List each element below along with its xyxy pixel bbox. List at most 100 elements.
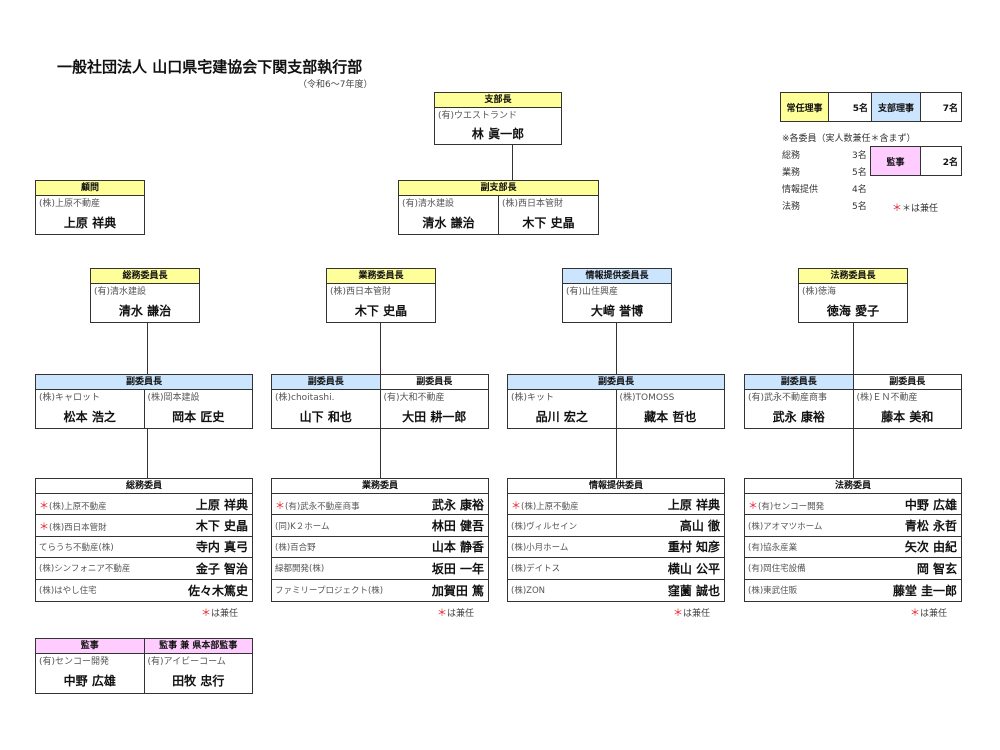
- vice-chair-box: 副委員長副委員長(有)武永不動産商事武永 康裕(株)ＥＮ不動産藤本 美和: [744, 374, 962, 429]
- committee-member-row: (株)シンフォニア不動産 金子 智治: [36, 558, 252, 580]
- committee-chair-box: 情報提供委員長 (有)山住興産大﨑 誉博: [562, 268, 672, 323]
- committee-member-row: ファミリープロジェクト(株)加賀田 篤: [272, 580, 488, 601]
- star-mark: ＊: [201, 608, 211, 619]
- committee-member-row: ＊(株)上原不動産上原 祥典: [36, 494, 252, 516]
- committee-member-name: 武永 康裕: [431, 497, 484, 512]
- star-note-text: は兼任: [683, 609, 711, 619]
- committee-chair-name: 大﨑 誉博: [590, 303, 644, 318]
- committee-member-row: ＊(有)武永不動産商事武永 康裕: [272, 494, 488, 516]
- star-note-text: は兼任: [211, 609, 239, 619]
- committee-member-name: 上原 祥典: [667, 497, 720, 512]
- vice-chair-box: 副委員長(株)キャロット松本 浩之(株)岡本建設岡本 匠史: [35, 374, 253, 429]
- committee-member-name: 岡 智玄: [916, 561, 957, 576]
- committee-member-name: 加賀田 篤: [431, 583, 484, 598]
- vice-chair-company: (株)キット: [511, 393, 555, 403]
- branch-head-company: (有)ウエストランド: [438, 111, 518, 121]
- vice-head-company: (有)清水建設: [402, 199, 455, 209]
- vice-chair-header: 副委員長: [272, 375, 380, 389]
- star-mark: ＊: [748, 500, 758, 512]
- committee-member-company-cell: ＊(有)センコー開発: [748, 497, 905, 512]
- vice-chair-body: (株)キャロット松本 浩之(株)岡本建設岡本 匠史: [36, 390, 252, 428]
- committee-member-company: (株)小月ホーム: [511, 542, 569, 553]
- vice-chair-header: 副委員長: [745, 375, 853, 389]
- committee-member-company: (株)デイトス: [511, 564, 561, 575]
- committee-member-company-cell: (株)小月ホーム: [511, 541, 668, 553]
- committee-member-company-cell: (有)協永産業: [748, 541, 905, 553]
- star-mark: ＊: [39, 522, 49, 534]
- committee-member-company-cell: てらうち不動産(株): [39, 541, 196, 553]
- committee-member-company: (株)上原不動産: [49, 501, 107, 512]
- kanji-label: 監事: [871, 147, 921, 175]
- committee-member-company-cell: ＊(株)上原不動産: [511, 497, 668, 512]
- vice-branch-head-header: 副支部長: [399, 181, 598, 196]
- vice-chair-name: 藏本 哲也: [644, 409, 697, 424]
- vice-chair-header: 副委員長: [379, 375, 489, 389]
- connector-line: [147, 428, 148, 478]
- vice-chair-company: (株)岡本建設: [147, 393, 200, 403]
- vice-chair-company: (有)大和不動産: [383, 393, 445, 403]
- committee-list-header: 総務委員: [36, 479, 252, 494]
- summary-row-count: 5名: [852, 202, 867, 212]
- auditor-header: 監事: [36, 639, 144, 653]
- committee-chair-name: 徳海 愛子: [826, 303, 880, 318]
- committee-member-company-cell: ＊(有)武永不動産商事: [275, 497, 432, 512]
- vice-chair-member: (株)岡本建設岡本 匠史: [143, 390, 253, 428]
- committee-chair-header: 総務委員長: [91, 269, 199, 284]
- page-subtitle: （令和6～7年度）: [298, 80, 373, 90]
- committee-member-row: てらうち不動産(株)寺内 真弓: [36, 537, 252, 559]
- star-mark: ＊: [892, 203, 902, 214]
- committee-member-company-cell: ＊(株)西日本管財: [39, 518, 196, 533]
- committee-star-note: ＊は兼任: [437, 604, 474, 619]
- branch-head-name: 林 眞一郎: [471, 126, 525, 141]
- committee-member-company: (株)上原不動産: [521, 501, 579, 512]
- committee-member-company-cell: (株)デイトス: [511, 562, 668, 574]
- committee-member-row: (株)アオマツホーム青松 永哲: [745, 515, 961, 537]
- summary-star-note: ＊＊は兼任: [892, 199, 938, 214]
- vice-chair-company: (株)ＥＮ不動産: [856, 393, 918, 403]
- vice-chair-name: 山下 和也: [299, 409, 352, 424]
- advisor-company: (株)上原不動産: [39, 199, 101, 209]
- vice-chair-member: (株)キット品川 宏之: [508, 390, 616, 428]
- vice-chair-company: (株)キャロット: [39, 393, 101, 403]
- kanji-count: 2名: [942, 157, 958, 168]
- committee-member-row: (株)デイトス横山 公平: [508, 558, 724, 580]
- vice-chair-header: 副委員長: [852, 375, 962, 389]
- advisor-name: 上原 祥典: [63, 215, 117, 230]
- committee-star-note: ＊は兼任: [673, 604, 710, 619]
- committee-member-row: ＊(有)センコー開発中野 広雄: [745, 494, 961, 516]
- advisor-box: 顧問 (株)上原不動産 上原 祥典: [35, 180, 145, 235]
- auditor-header: 監事 兼 県本部監事: [143, 639, 252, 653]
- committee-list-header: 業務委員: [272, 479, 488, 494]
- vice-chair-member: (株)ＥＮ不動産藤本 美和: [852, 390, 962, 428]
- connector-line: [853, 322, 854, 374]
- committee-star-note: ＊は兼任: [910, 604, 947, 619]
- star-note-text: ＊は兼任: [902, 204, 939, 214]
- vice-chair-name: 大田 耕一郎: [402, 409, 467, 424]
- committee-member-list: 業務委員＊(有)武永不動産商事武永 康裕(同)K２ホーム林田 健吾(株)百合野山…: [271, 478, 489, 602]
- committee-chair-header: 業務委員長: [327, 269, 435, 284]
- star-mark: ＊: [673, 608, 683, 619]
- branch-head-header: 支部長: [435, 93, 561, 108]
- committee-chair-company: (有)山住興産: [566, 287, 619, 297]
- connector-line: [853, 428, 854, 478]
- vice-chair-name: 武永 康裕: [772, 409, 825, 424]
- star-note-text: は兼任: [920, 609, 948, 619]
- vice-chair-box: 副委員長副委員長(株)choitashi.山下 和也(有)大和不動産大田 耕一郎: [271, 374, 489, 429]
- vice-branch-head-box: 副支部長 (有)清水建設清水 謙治 (株)西日本管財木下 史晶: [398, 180, 599, 235]
- committee-member-row: (株)ヴィルセイン高山 徹: [508, 515, 724, 537]
- committee-chair-company: (株)徳海: [802, 287, 837, 297]
- committee-member-company: (株)シンフォニア不動産: [39, 564, 131, 575]
- committee-member-row: (有)岡住宅設備岡 智玄: [745, 558, 961, 580]
- committee-member-name: 青松 永哲: [904, 519, 957, 534]
- committee-member-company-cell: (株)百合野: [275, 541, 432, 553]
- committee-member-company: (株)はやし住宅: [39, 586, 97, 597]
- committee-chair-header: 情報提供委員長: [563, 269, 671, 284]
- vice-chair-body: (株)choitashi.山下 和也(有)大和不動産大田 耕一郎: [272, 390, 488, 428]
- committee-member-name: 金子 智治: [195, 561, 248, 576]
- connector-line: [147, 322, 148, 374]
- vice-head-name: 木下 史晶: [522, 215, 575, 230]
- vice-chair-member: (株)キャロット松本 浩之: [36, 390, 144, 428]
- committee-member-company: (株)百合野: [275, 542, 316, 553]
